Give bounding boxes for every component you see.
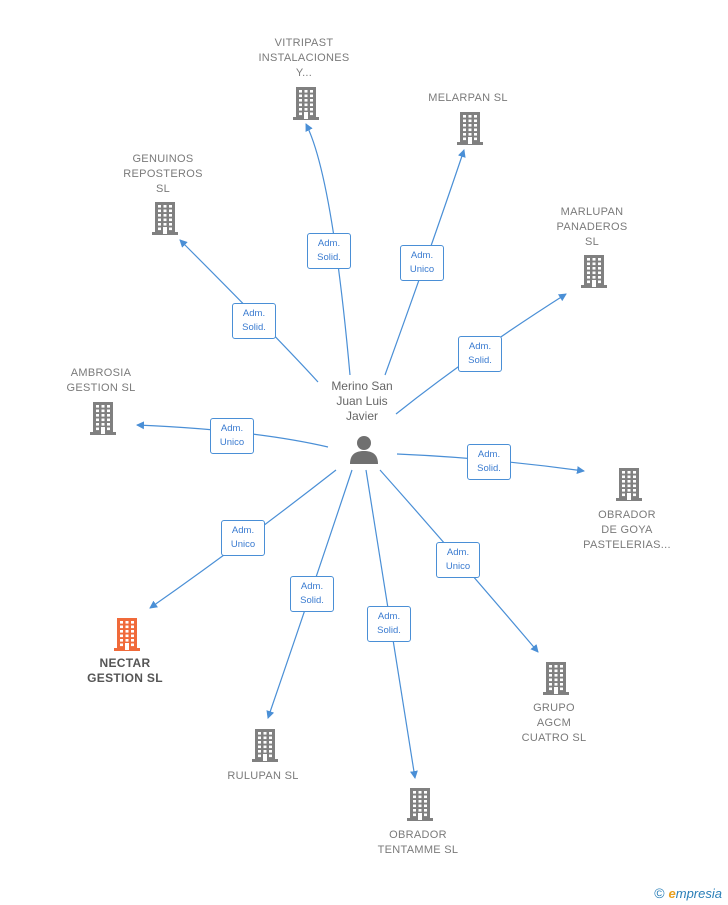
person-name[interactable]: Merino San Juan Luis Javier <box>331 379 393 423</box>
person-icon[interactable] <box>348 434 380 466</box>
relation-label-vitripast[interactable]: Adm. Solid. <box>307 233 351 269</box>
brand-initial: e <box>668 886 676 901</box>
building-icon[interactable] <box>87 400 119 436</box>
building-icon[interactable] <box>578 253 610 289</box>
relation-label-melarpan[interactable]: Adm. Unico <box>400 245 444 281</box>
relation-edge-vitripast <box>305 123 351 376</box>
company-label-marlupan[interactable]: MARLUPAN PANADEROS SL <box>556 206 628 248</box>
building-icon[interactable] <box>404 786 436 822</box>
footer-brand[interactable]: ©empresia <box>654 885 722 901</box>
company-label-vitripast[interactable]: VITRIPAST INSTALACIONES Y... <box>258 37 350 79</box>
relation-label-grupo-agcm[interactable]: Adm. Unico <box>436 542 480 578</box>
building-icon[interactable] <box>111 616 143 652</box>
company-label-obrador-tentamme[interactable]: OBRADOR TENTAMME SL <box>377 829 459 856</box>
company-label-genuinos[interactable]: GENUINOS REPOSTEROS SL <box>123 153 203 195</box>
company-label-obrador-goya[interactable]: OBRADOR DE GOYA PASTELERIAS... <box>583 509 671 551</box>
company-label-nectar[interactable]: NECTAR GESTION SL <box>87 656 163 685</box>
relation-label-obrador-goya[interactable]: Adm. Solid. <box>467 444 511 480</box>
relation-label-marlupan[interactable]: Adm. Solid. <box>458 336 502 372</box>
relation-label-genuinos[interactable]: Adm. Solid. <box>232 303 276 339</box>
relation-label-rulupan[interactable]: Adm. Solid. <box>290 576 334 612</box>
company-label-rulupan[interactable]: RULUPAN SL <box>227 770 299 782</box>
company-label-grupo-agcm[interactable]: GRUPO AGCM CUATRO SL <box>521 702 587 744</box>
building-icon[interactable] <box>454 110 486 146</box>
copyright-symbol: © <box>654 885 665 901</box>
relation-label-obrador-tentamme[interactable]: Adm. Solid. <box>367 606 411 642</box>
company-label-ambrosia[interactable]: AMBROSIA GESTION SL <box>66 367 136 394</box>
company-label-melarpan[interactable]: MELARPAN SL <box>428 92 508 104</box>
building-icon[interactable] <box>149 200 181 236</box>
building-icon[interactable] <box>249 727 281 763</box>
building-icon[interactable] <box>613 466 645 502</box>
brand-name: mpresia <box>675 886 722 901</box>
building-icon[interactable] <box>540 660 572 696</box>
building-icon[interactable] <box>290 85 322 121</box>
relation-label-ambrosia[interactable]: Adm. Unico <box>210 418 254 454</box>
relation-label-nectar[interactable]: Adm. Unico <box>221 520 265 556</box>
